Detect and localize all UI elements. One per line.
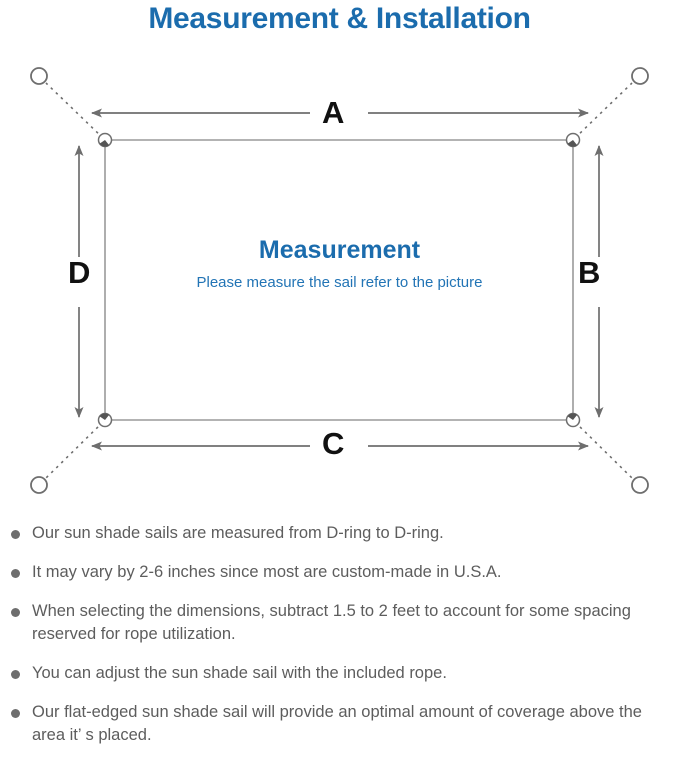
bullet-icon [11,530,20,539]
list-item: When selecting the dimensions, subtract … [0,600,679,646]
dimension-arrows [74,108,604,451]
sail-heading: Measurement [258,236,421,264]
anchor-rings [30,67,649,494]
list-item: You can adjust the sun shade sail with t… [0,662,679,685]
note-text: You can adjust the sun shade sail with t… [32,664,447,682]
list-item: It may vary by 2-6 inches since most are… [0,561,679,584]
note-text: It may vary by 2-6 inches since most are… [32,563,502,581]
bullet-icon [11,670,20,679]
dimension-label-c: C [322,426,345,461]
note-text: Our sun shade sails are measured from D-… [32,524,444,542]
page-title: Measurement & Installation [148,2,531,35]
diagram-canvas [30,67,649,494]
dimension-label-b: B [578,255,601,290]
note-text: Our flat-edged sun shade sail will provi… [32,703,642,744]
sail-shape [104,139,574,421]
d-rings [97,132,581,428]
note-text: When selecting the dimensions, subtract … [32,602,631,643]
bullet-icon [11,608,20,617]
notes-list: Our sun shade sails are measured from D-… [0,522,679,763]
list-item: Our sun shade sails are measured from D-… [0,522,679,545]
dimension-label-a: A [322,95,345,130]
sail-subheading: Please measure the sail refer to the pic… [196,274,483,291]
list-item: Our flat-edged sun shade sail will provi… [0,701,679,747]
bullet-icon [11,709,20,718]
measurement-diagram: A B C D Measurement Please measure the s… [0,45,679,520]
bullet-icon [11,569,20,578]
dimension-label-d: D [68,255,91,290]
